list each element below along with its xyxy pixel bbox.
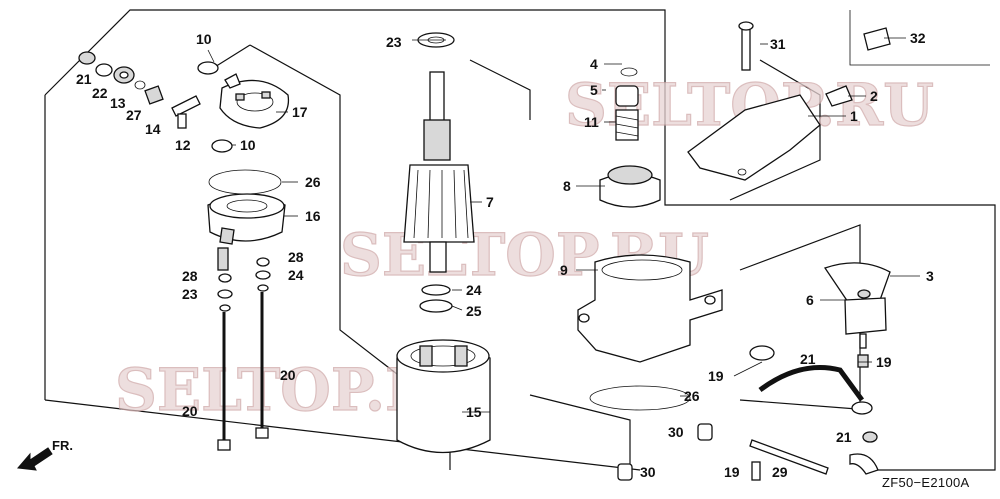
callout-12: 12	[175, 137, 191, 153]
callout-17: 17	[292, 104, 308, 120]
callout-1: 1	[850, 108, 858, 124]
callout-24-bottom: 25	[466, 303, 482, 319]
callout-23-right: 24	[288, 267, 304, 283]
callout-13: 13	[110, 95, 126, 111]
cable-group	[617, 345, 879, 481]
callout-32: 32	[910, 30, 926, 46]
callout-20-right: 20	[280, 367, 296, 383]
callout-15: 15	[466, 404, 482, 420]
callout-30-top: 30	[668, 424, 684, 440]
diagram-code: ZF50−E2100A	[882, 475, 970, 490]
callout-18: 19	[708, 368, 724, 384]
callout-21-bottom: 21	[836, 429, 852, 445]
callout-25: 23	[386, 34, 402, 50]
mounting-bracket	[687, 21, 891, 181]
front-direction-label: FR.	[52, 438, 73, 453]
callout-19-right: 19	[876, 354, 892, 370]
callout-30-bottom: 30	[640, 464, 656, 480]
callout-16: 16	[305, 208, 321, 224]
callout-10-top: 10	[196, 31, 212, 47]
callout-21-left: 21	[76, 71, 92, 87]
yoke-housing	[396, 339, 491, 454]
callout-26-bracket: 26	[684, 388, 700, 404]
callout-9: 9	[560, 262, 568, 278]
end-cover-group	[78, 51, 290, 451]
front-bracket	[577, 254, 723, 411]
callout-28-right: 28	[288, 249, 304, 265]
callout-2: 2	[870, 88, 878, 104]
callout-19-bottom: 19	[724, 464, 740, 480]
callout-5: 5	[590, 82, 598, 98]
callout-26-cover: 26	[305, 174, 321, 190]
armature	[403, 32, 475, 313]
callout-22: 22	[92, 85, 108, 101]
callout-6: 6	[806, 292, 814, 308]
callout-7: 7	[486, 194, 494, 210]
callout-14: 14	[145, 121, 161, 137]
callout-27: 27	[126, 107, 142, 123]
callout-3: 3	[926, 268, 934, 284]
callout-20-left: 20	[182, 403, 198, 419]
callout-29: 29	[772, 464, 788, 480]
callout-4: 4	[590, 56, 598, 72]
callout-8: 8	[563, 178, 571, 194]
callout-11: 11	[584, 114, 599, 130]
callout-labels: 10 21 22 13 27 14 12 17 10 26 16 28 24 2…	[76, 30, 934, 480]
callout-24-top: 24	[466, 282, 482, 298]
callout-31: 31	[770, 36, 786, 52]
pinion-group	[599, 67, 661, 208]
callout-23-left: 23	[182, 286, 198, 302]
leader-lines	[207, 37, 920, 413]
solenoid	[823, 262, 891, 349]
callout-28-left: 28	[182, 268, 198, 284]
front-direction-arrow: FR.	[17, 438, 73, 471]
callout-10-bottom: 10	[240, 137, 256, 153]
callout-21-cable: 21	[800, 351, 816, 367]
